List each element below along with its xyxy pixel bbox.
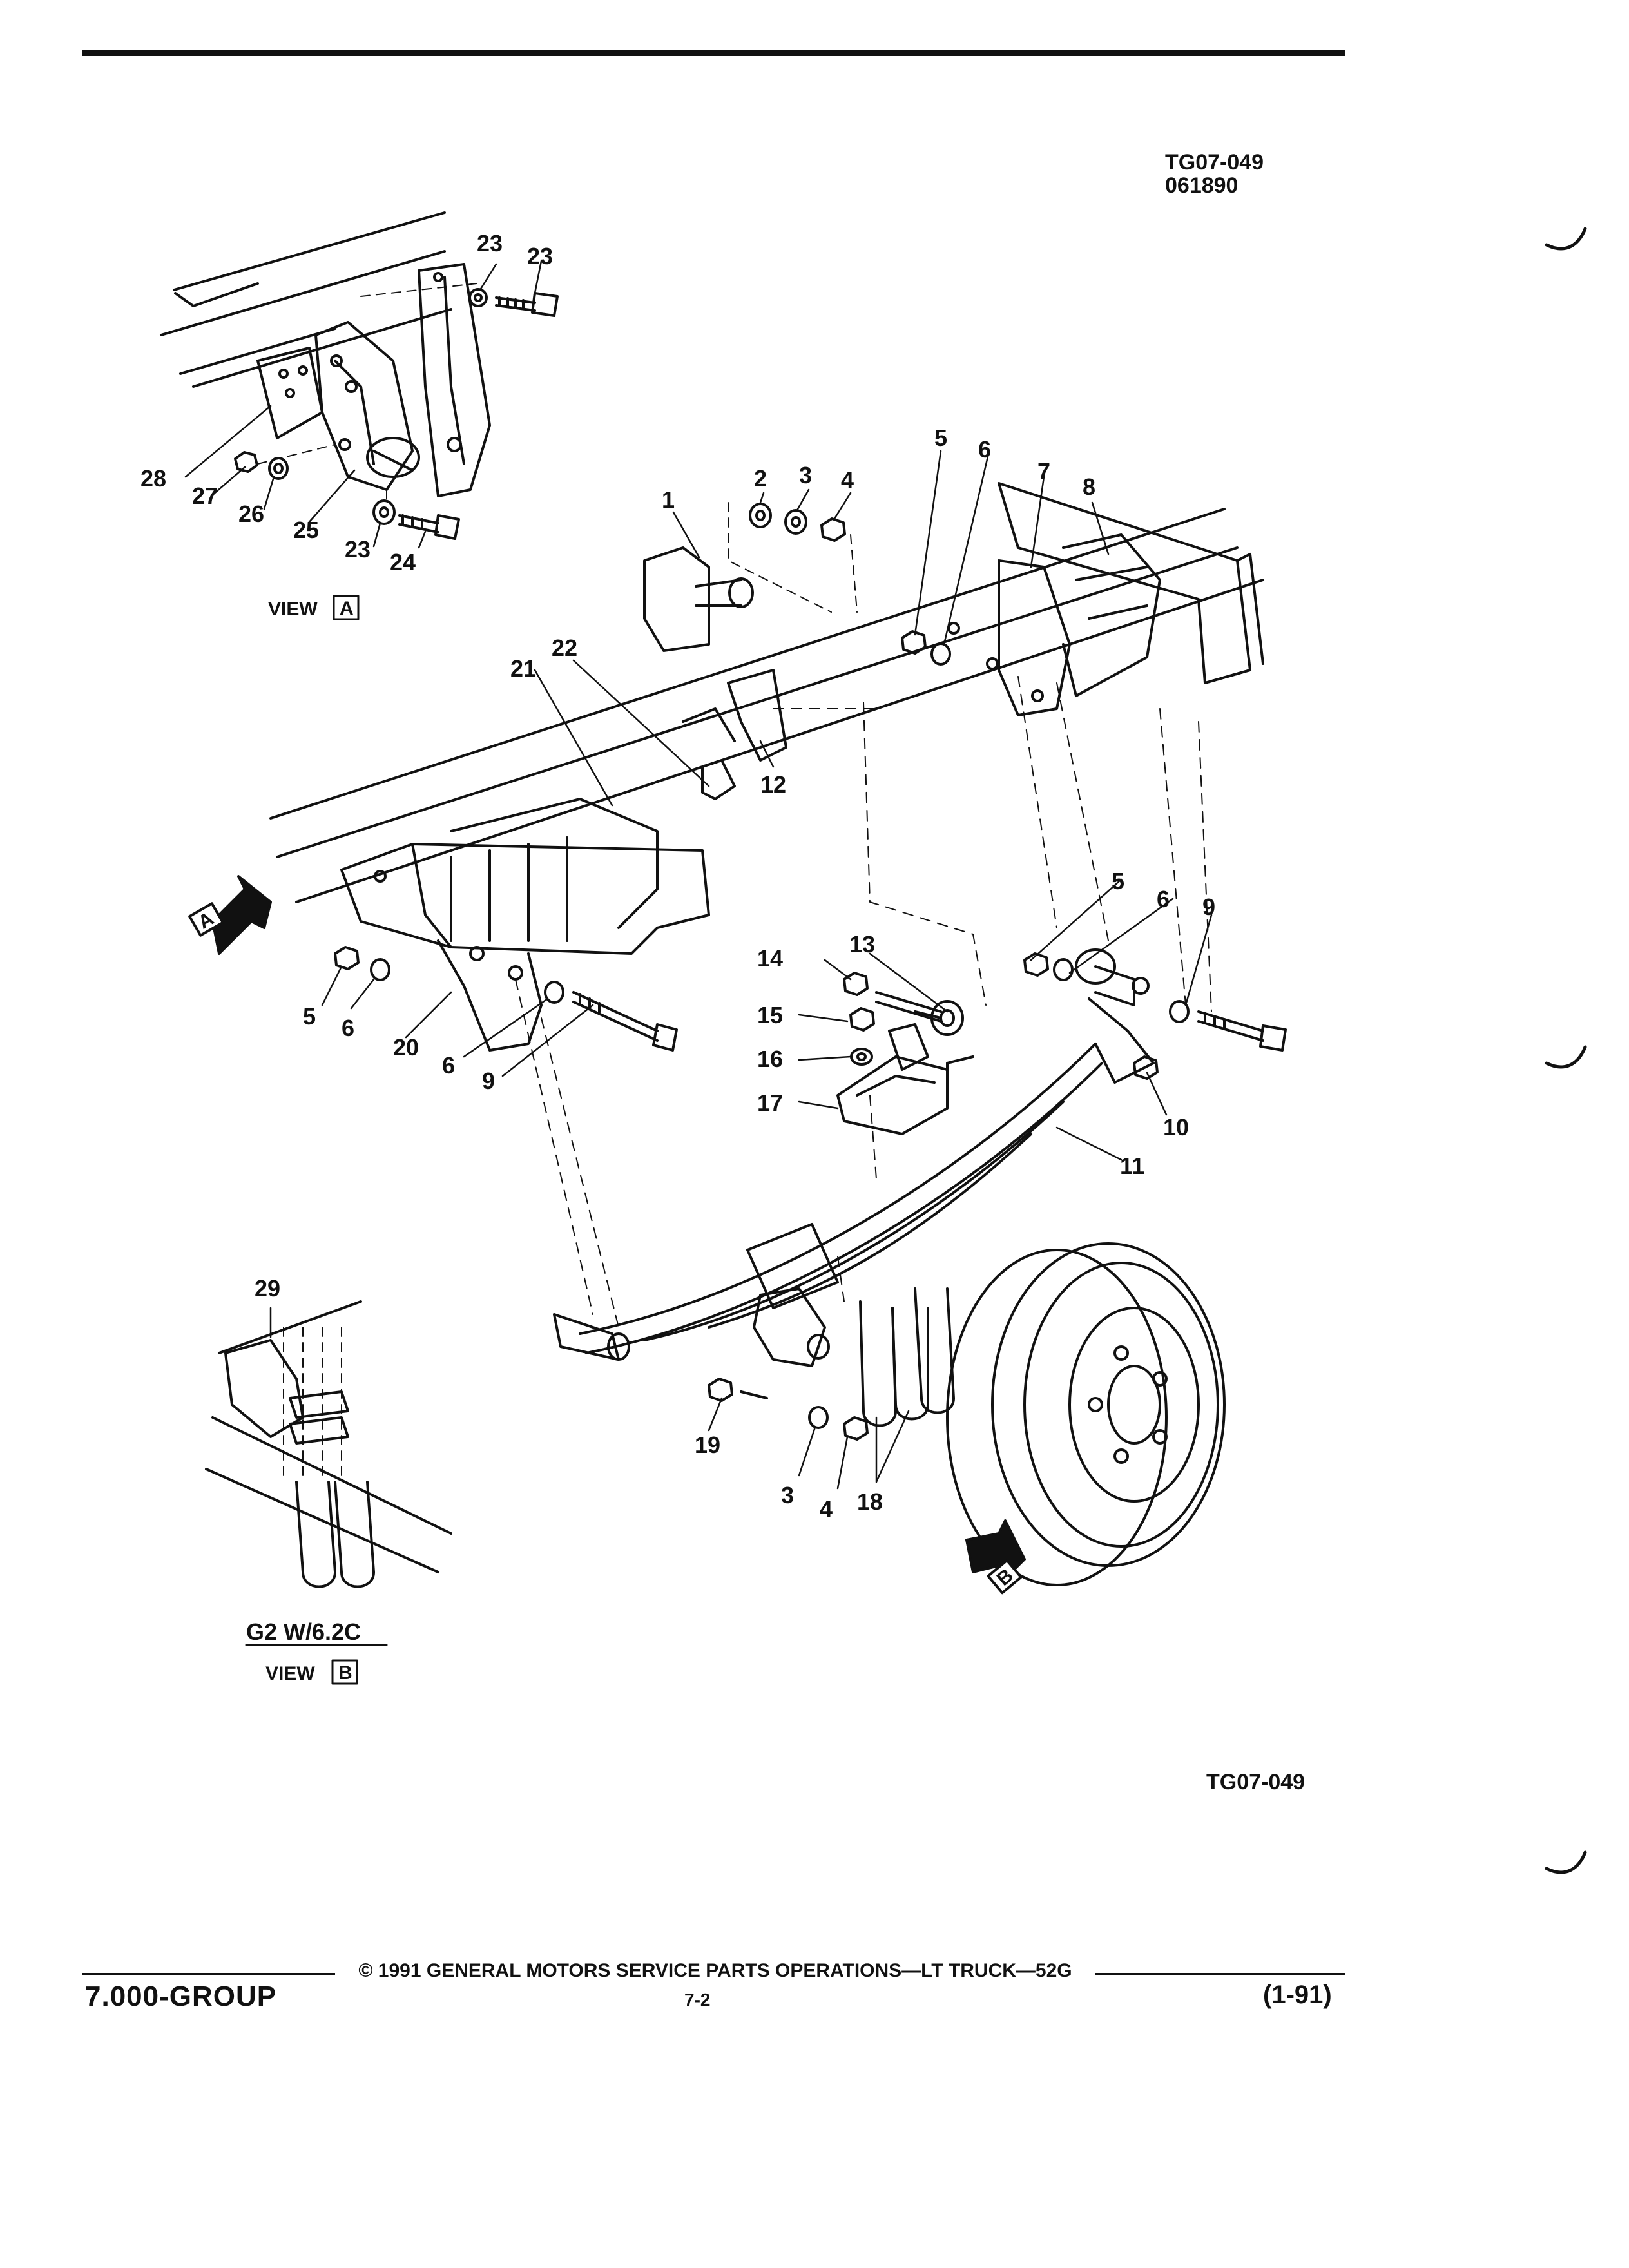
callout-3-lower: 3	[781, 1482, 794, 1508]
shackle-bracket	[682, 669, 787, 800]
figure-reference-bottom: TG07-049	[1206, 1770, 1306, 1794]
view-b-key: B	[338, 1662, 352, 1684]
front-spring-hanger	[340, 798, 710, 1052]
callout-6: 6	[978, 436, 991, 463]
callout-8: 8	[1083, 474, 1095, 500]
view-b-caption: G2 W/6.2C	[246, 1619, 361, 1645]
figure-reference-header: TG07-049 061890	[1165, 151, 1264, 197]
view-a-word: VIEW	[268, 599, 318, 620]
assembly-dashed-lines	[515, 676, 1212, 1328]
view-a-key: A	[340, 598, 354, 619]
callout-1: 1	[662, 486, 675, 513]
callout-21: 21	[510, 655, 536, 682]
brake-drum	[946, 1242, 1226, 1586]
callout-26: 26	[238, 501, 264, 527]
callout-25: 25	[293, 517, 319, 543]
footer-page-number: 7-2	[684, 1990, 711, 2010]
front-hanger-hardware	[334, 946, 678, 1052]
figure-ref-date: 061890	[1165, 173, 1239, 198]
callout-24-lower: 24	[390, 549, 416, 575]
callout-20: 20	[393, 1034, 419, 1061]
footer-copyright: © 1991 GENERAL MOTORS SERVICE PARTS OPER…	[335, 1960, 1095, 1982]
callout-12: 12	[760, 771, 786, 798]
callout-23-lower: 23	[345, 536, 371, 562]
view-a-inset	[160, 211, 559, 549]
callout-5-front: 5	[303, 1003, 316, 1030]
callout-6-front-lower: 6	[442, 1052, 455, 1079]
footer-group: 7.000-GROUP	[85, 1981, 277, 2012]
callout-17: 17	[757, 1090, 783, 1116]
edge-mark	[1545, 1850, 1587, 1874]
view-b-inset	[205, 1300, 452, 1588]
view-b-arrow: B	[965, 1519, 1026, 1595]
callout-7: 7	[1037, 458, 1050, 485]
view-a-arrow: A	[188, 875, 272, 955]
callout-leaders	[269, 450, 1213, 1490]
figure-ref-code: TG07-049	[1165, 150, 1264, 175]
edge-mark	[1545, 1045, 1587, 1069]
frame-rail	[269, 482, 1264, 903]
callout-27: 27	[192, 483, 218, 509]
view-b-word: VIEW	[265, 1663, 315, 1684]
edge-mark	[1545, 227, 1587, 251]
callout-28: 28	[140, 465, 166, 492]
callout-13: 13	[849, 931, 875, 957]
upper-bracket-hardware	[643, 502, 951, 666]
callout-14: 14	[757, 945, 783, 972]
callout-5-rear: 5	[1112, 868, 1124, 894]
callout-3: 3	[799, 462, 812, 488]
callout-29: 29	[255, 1275, 280, 1302]
callout-10: 10	[1163, 1114, 1189, 1140]
callout-6-rear: 6	[1157, 886, 1170, 912]
callout-9: 9	[1202, 894, 1215, 920]
leaf-spring	[553, 948, 1287, 1361]
footer-date-code: (1-91)	[1263, 1981, 1332, 2009]
spacer-block-assembly	[836, 972, 974, 1135]
callout-15: 15	[757, 1002, 783, 1028]
callout-2: 2	[754, 465, 767, 492]
callout-11: 11	[1120, 1153, 1144, 1179]
callout-4-lower: 4	[820, 1495, 833, 1522]
callout-19: 19	[695, 1432, 720, 1458]
callout-18: 18	[857, 1488, 883, 1515]
view-b-label: G2 W/6.2C VIEW B	[245, 1619, 388, 1685]
callout-16: 16	[757, 1046, 783, 1072]
callout-4: 4	[841, 466, 854, 493]
axle-and-u-bolts	[708, 1287, 955, 1441]
callout-5: 5	[934, 425, 947, 451]
callout-22: 22	[552, 635, 577, 661]
view-a-label: VIEW A	[268, 595, 360, 620]
callout-9-front: 9	[482, 1068, 495, 1094]
callout-24: 23	[527, 243, 553, 269]
callout-6-front: 6	[342, 1015, 354, 1041]
header-rule	[82, 50, 1345, 56]
callout-23: 23	[477, 230, 503, 256]
